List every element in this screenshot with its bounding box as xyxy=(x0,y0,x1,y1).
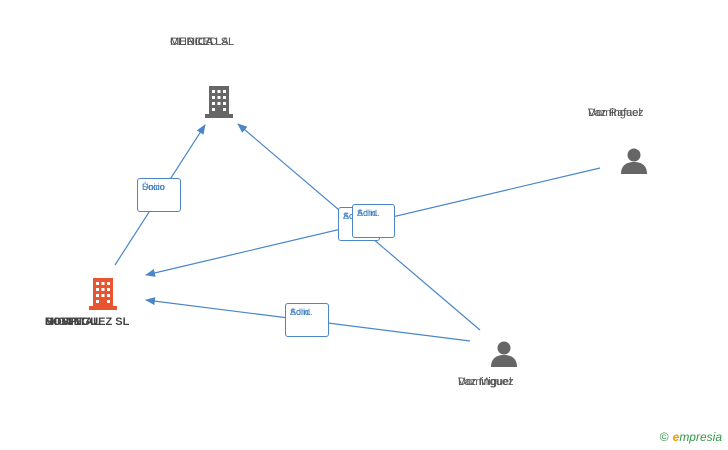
empresia-logo: ©empresia xyxy=(659,430,722,444)
building-icon[interactable] xyxy=(203,84,235,120)
person-icon[interactable] xyxy=(489,339,519,369)
edge-label-adm-solid-rafael-hospital[interactable]: Adm. Solid. xyxy=(352,204,395,238)
building-icon[interactable] xyxy=(87,276,119,312)
person-icon[interactable] xyxy=(619,146,649,176)
edge-label-adm-solid-miguel-hospital[interactable]: Adm. Solid. xyxy=(285,303,329,337)
edge-label-socio-unico[interactable]: Socio Único xyxy=(137,178,181,212)
copyright-icon: © xyxy=(659,430,669,444)
